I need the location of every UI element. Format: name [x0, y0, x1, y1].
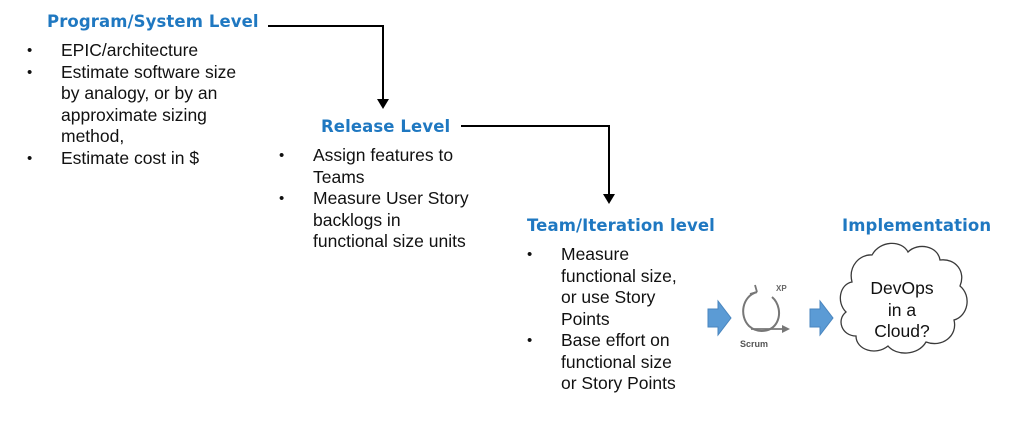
program-bullet-3: •Estimate cost in $ [27, 147, 200, 168]
connector-release-to-team [461, 125, 610, 195]
implementation-title: Implementation [842, 216, 992, 235]
cloud-text-line-1: DevOps [870, 278, 934, 298]
cloud-text: DevOps in a Cloud? [842, 278, 962, 343]
block-arrow-right-1 [707, 299, 732, 337]
cloud-text-line-3: Cloud? [874, 321, 930, 341]
connector-program-to-release [268, 25, 384, 100]
xp-label: XP [776, 284, 787, 293]
scrum-xp-cycle-icon [742, 284, 790, 333]
team-level-title: Team/Iteration level [527, 216, 715, 235]
program-bullet-1: •EPIC/architecture [27, 40, 199, 60]
block-arrow-right-2 [809, 299, 834, 337]
connector-arrowhead-release [377, 99, 389, 109]
cloud-shape [839, 242, 968, 354]
connector-arrowhead-team [603, 194, 615, 204]
scrum-label: Scrum [740, 339, 769, 349]
program-level-bullets: •EPIC/architecture •Estimate software si… [27, 40, 277, 169]
program-level-title: Program/System Level [47, 12, 259, 31]
cloud-text-line-2: in a [887, 299, 917, 320]
release-level-title: Release Level [321, 117, 451, 136]
